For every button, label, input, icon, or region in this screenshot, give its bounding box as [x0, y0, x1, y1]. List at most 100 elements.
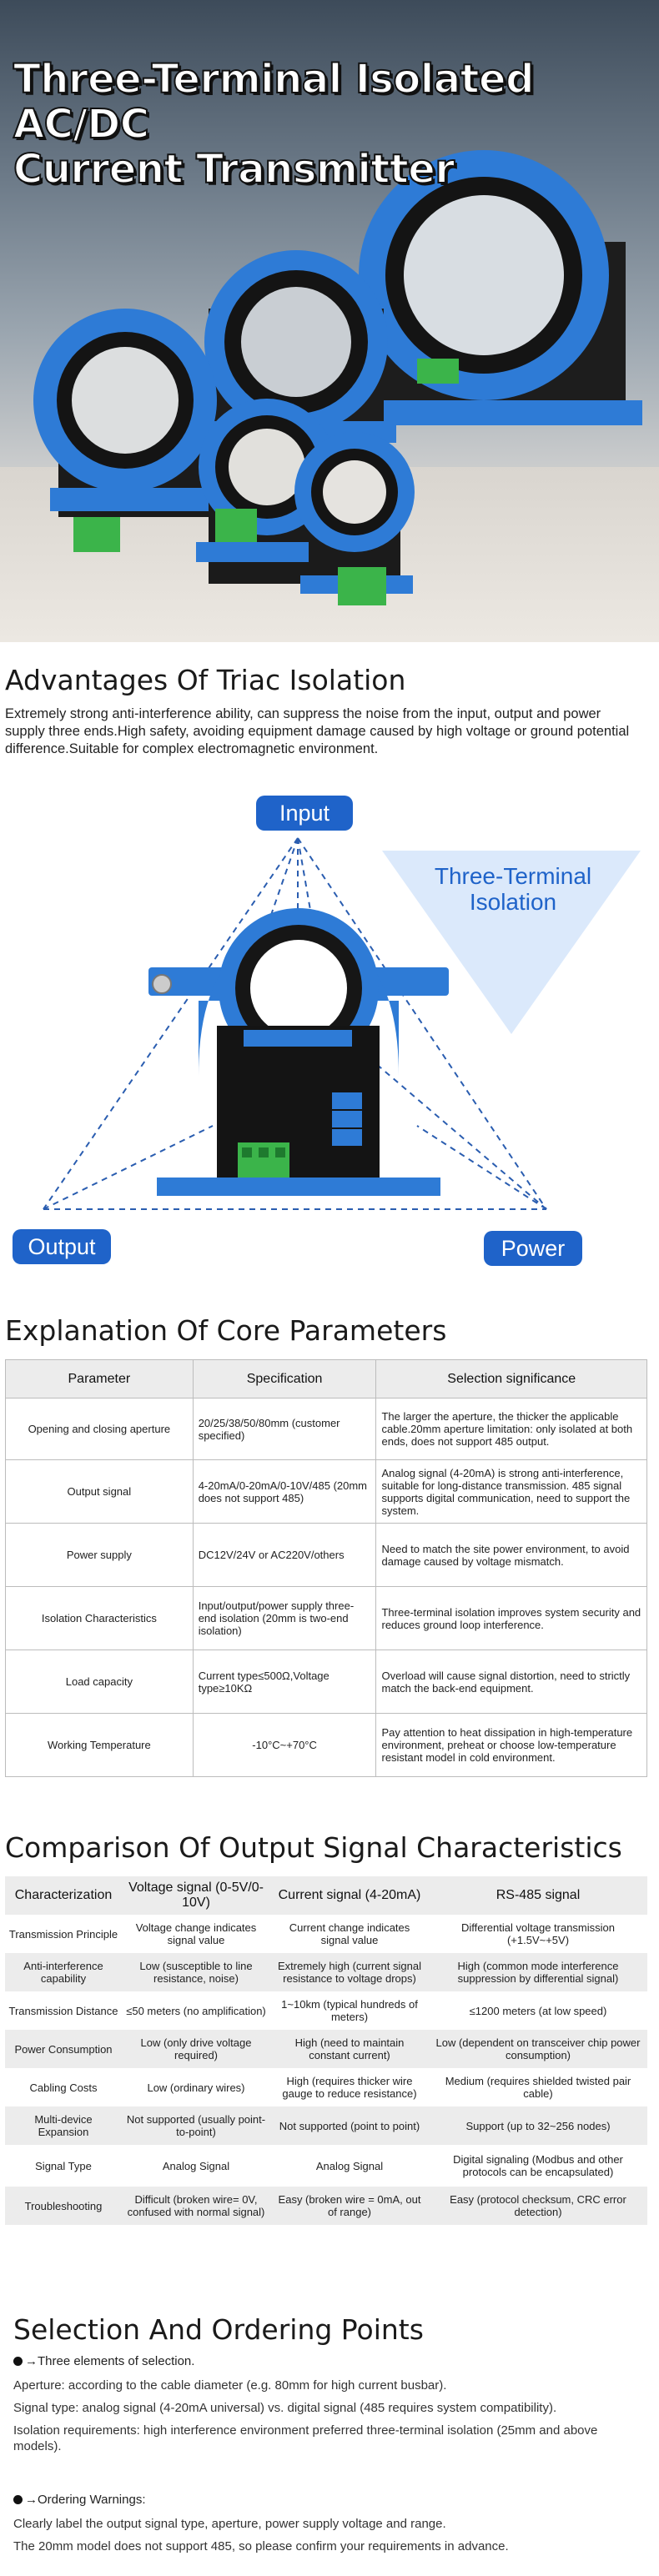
cmp-current: High (requires thicker wire gauge to red… [282, 2075, 417, 2100]
hero-title-line2: Current Transmitter [13, 146, 455, 193]
table-row: Isolation Characteristics Input/output/p… [5, 1586, 647, 1650]
isolation-banner-shape [382, 851, 641, 1034]
cmp-label: Transmission Distance [8, 2004, 118, 2017]
ordering-title: Selection And Ordering Points [13, 2313, 424, 2346]
cmp-voltage: Low (susceptible to line resistance, noi… [122, 1953, 270, 1991]
output-label: Output [13, 1229, 111, 1264]
table-row: Multi-device Expansion Not supported (us… [5, 2106, 647, 2145]
param-spec: -10°C~+70°C [192, 1713, 377, 1777]
param-spec: DC12V/24V or AC220V/others [192, 1523, 377, 1587]
param-name: Power supply [5, 1523, 194, 1587]
cmp-rs485: ≤1200 meters (at low speed) [469, 2004, 607, 2017]
header-voltage-signal: Voltage signal (0-5V/0-10V) [122, 1876, 270, 1915]
advantages-text: Extremely strong anti-interference abili… [5, 706, 630, 756]
isolation-banner-line2: Isolation [469, 889, 557, 915]
cmp-label: Multi-device Expansion [5, 2106, 122, 2145]
cmp-current: High (need to maintain constant current) [270, 2030, 429, 2068]
isolation-diagram: Three-Terminal Isolation Input Output Po… [0, 776, 659, 1276]
transformer-medium [200, 250, 396, 443]
param-significance: Analog signal (4-20mA) is strong anti-in… [375, 1459, 647, 1524]
cmp-rs485: Medium (requires shielded twisted pair c… [445, 2075, 631, 2100]
cmp-current: 1~10km (typical hundreds of meters) [281, 1998, 418, 2023]
transformer-left [33, 309, 229, 552]
selection-elements-heading-text: →Three elements of selection. [25, 2354, 195, 2368]
core-params-header: Parameter Specification Selection signif… [5, 1359, 647, 1398]
header-selection: Selection significance [375, 1359, 647, 1398]
header-current-signal: Current signal (4-20mA) [270, 1876, 429, 1915]
table-row: Cabling Costs Low (ordinary wires) High … [5, 2068, 647, 2106]
header-specification: Specification [192, 1359, 377, 1398]
param-spec: 4-20mA/0-20mA/0-10V/485 (20mm does not s… [192, 1459, 377, 1524]
param-significance: Overload will cause signal distortion, n… [375, 1650, 647, 1714]
transformer-device [148, 908, 449, 1196]
param-significance: Need to match the site power environment… [375, 1523, 647, 1587]
advantages-title: Advantages Of Triac Isolation [5, 664, 406, 696]
cmp-rs485: Support (up to 32~256 nodes) [429, 2106, 647, 2145]
table-row: Output signal 4-20mA/0-20mA/0-10V/485 (2… [5, 1459, 647, 1524]
ordering-warnings: →Ordering Warnings: Clearly label the ou… [13, 2492, 647, 2554]
cmp-rs485: Low (dependent on transceiver chip power… [429, 2030, 647, 2068]
isolation-banner-line1: Three-Terminal [434, 863, 592, 889]
comparison-table: Characterization Voltage signal (0-5V/0-… [5, 1876, 647, 2225]
table-row: Signal Type Analog Signal Analog Signal … [5, 2145, 647, 2187]
cmp-voltage: Difficult (broken wire= 0V, confused wit… [122, 2187, 270, 2225]
cmp-label: Anti-interference capability [5, 1953, 122, 1991]
cmp-rs485: Easy (protocol checksum, CRC error detec… [429, 2187, 647, 2225]
param-name: Load capacity [5, 1650, 194, 1714]
param-spec: Current type≤500Ω,Voltage type≥10KΩ [192, 1650, 377, 1714]
cmp-voltage: Not supported (usually point-to-point) [122, 2106, 270, 2145]
hero-title: Three-Terminal Isolated AC/DC Current Tr… [13, 56, 659, 193]
header-characterization: Characterization [5, 1876, 122, 1915]
cmp-rs485: High (common mode interference suppressi… [429, 1953, 647, 1991]
param-spec: Input/output/power supply three-end isol… [192, 1586, 377, 1650]
param-significance: The larger the aperture, the thicker the… [375, 1398, 647, 1460]
transformer-large [359, 150, 642, 425]
table-row: Power Consumption Low (only drive voltag… [5, 2030, 647, 2068]
isolation-banner: Three-Terminal Isolation [392, 863, 634, 915]
core-params-table: Parameter Specification Selection signif… [5, 1359, 647, 1777]
cmp-voltage: Analog Signal [162, 2159, 230, 2172]
comparison-title: Comparison Of Output Signal Characterist… [5, 1831, 622, 1864]
ordering-warning-item: The 20mm model does not support 485, so … [13, 2539, 509, 2553]
ordering-warning-item: Clearly label the output signal type, ap… [13, 2517, 446, 2531]
cmp-rs485: Digital signaling (Modbus and other prot… [453, 2153, 623, 2178]
transformer-small [294, 432, 415, 605]
selection-element-item: Signal type: analog signal (4-20mA unive… [13, 2401, 557, 2415]
table-row: Load capacity Current type≤500Ω,Voltage … [5, 1650, 647, 1714]
param-name: Opening and closing aperture [5, 1398, 194, 1460]
param-name: Output signal [5, 1459, 194, 1524]
table-row: Working Temperature -10°C~+70°C Pay atte… [5, 1713, 647, 1777]
cmp-label: Transmission Principle [8, 1927, 118, 1941]
param-significance: Three-terminal isolation improves system… [375, 1586, 647, 1650]
selection-elements: →Three elements of selection. Aperture: … [13, 2353, 647, 2454]
param-name: Working Temperature [5, 1713, 194, 1777]
cmp-current: Not supported (point to point) [270, 2106, 429, 2145]
cmp-label: Cabling Costs [29, 2081, 98, 2094]
isolation-diagram-art [43, 837, 641, 1210]
input-label: Input [256, 796, 353, 831]
cmp-label: Signal Type [35, 2159, 92, 2172]
table-row: Troubleshooting Difficult (broken wire= … [5, 2187, 647, 2225]
table-row: Opening and closing aperture 20/25/38/50… [5, 1398, 647, 1460]
cmp-voltage: Low (ordinary wires) [147, 2081, 245, 2094]
product-photo [33, 150, 642, 605]
cmp-rs485: Differential voltage transmission (+1.5V… [460, 1921, 615, 1946]
cmp-current: Easy (broken wire = 0mA, out of range) [270, 2187, 429, 2225]
param-significance: Pay attention to heat dissipation in hig… [375, 1713, 647, 1777]
bullet-icon [13, 2495, 23, 2504]
comparison-header: Characterization Voltage signal (0-5V/0-… [5, 1876, 647, 1915]
ordering-warnings-heading: →Ordering Warnings: [13, 2492, 647, 2508]
header-rs485-signal: RS-485 signal [429, 1876, 647, 1915]
power-label: Power [484, 1231, 582, 1266]
cmp-current: Analog Signal [315, 2159, 384, 2172]
cmp-current: Current change indicates signal value [289, 1921, 410, 1946]
ordering-warnings-heading-text: →Ordering Warnings: [25, 2493, 146, 2507]
bullet-icon [13, 2357, 23, 2366]
header-parameter: Parameter [5, 1359, 194, 1398]
cmp-voltage: ≤50 meters (no amplification) [126, 2004, 266, 2017]
selection-element-item: Aperture: according to the cable diamete… [13, 2378, 447, 2393]
cmp-label: Troubleshooting [5, 2187, 122, 2225]
hero-banner: Three-Terminal Isolated AC/DC Current Tr… [0, 0, 659, 642]
table-row: Transmission Principle Voltage change in… [5, 1915, 647, 1953]
